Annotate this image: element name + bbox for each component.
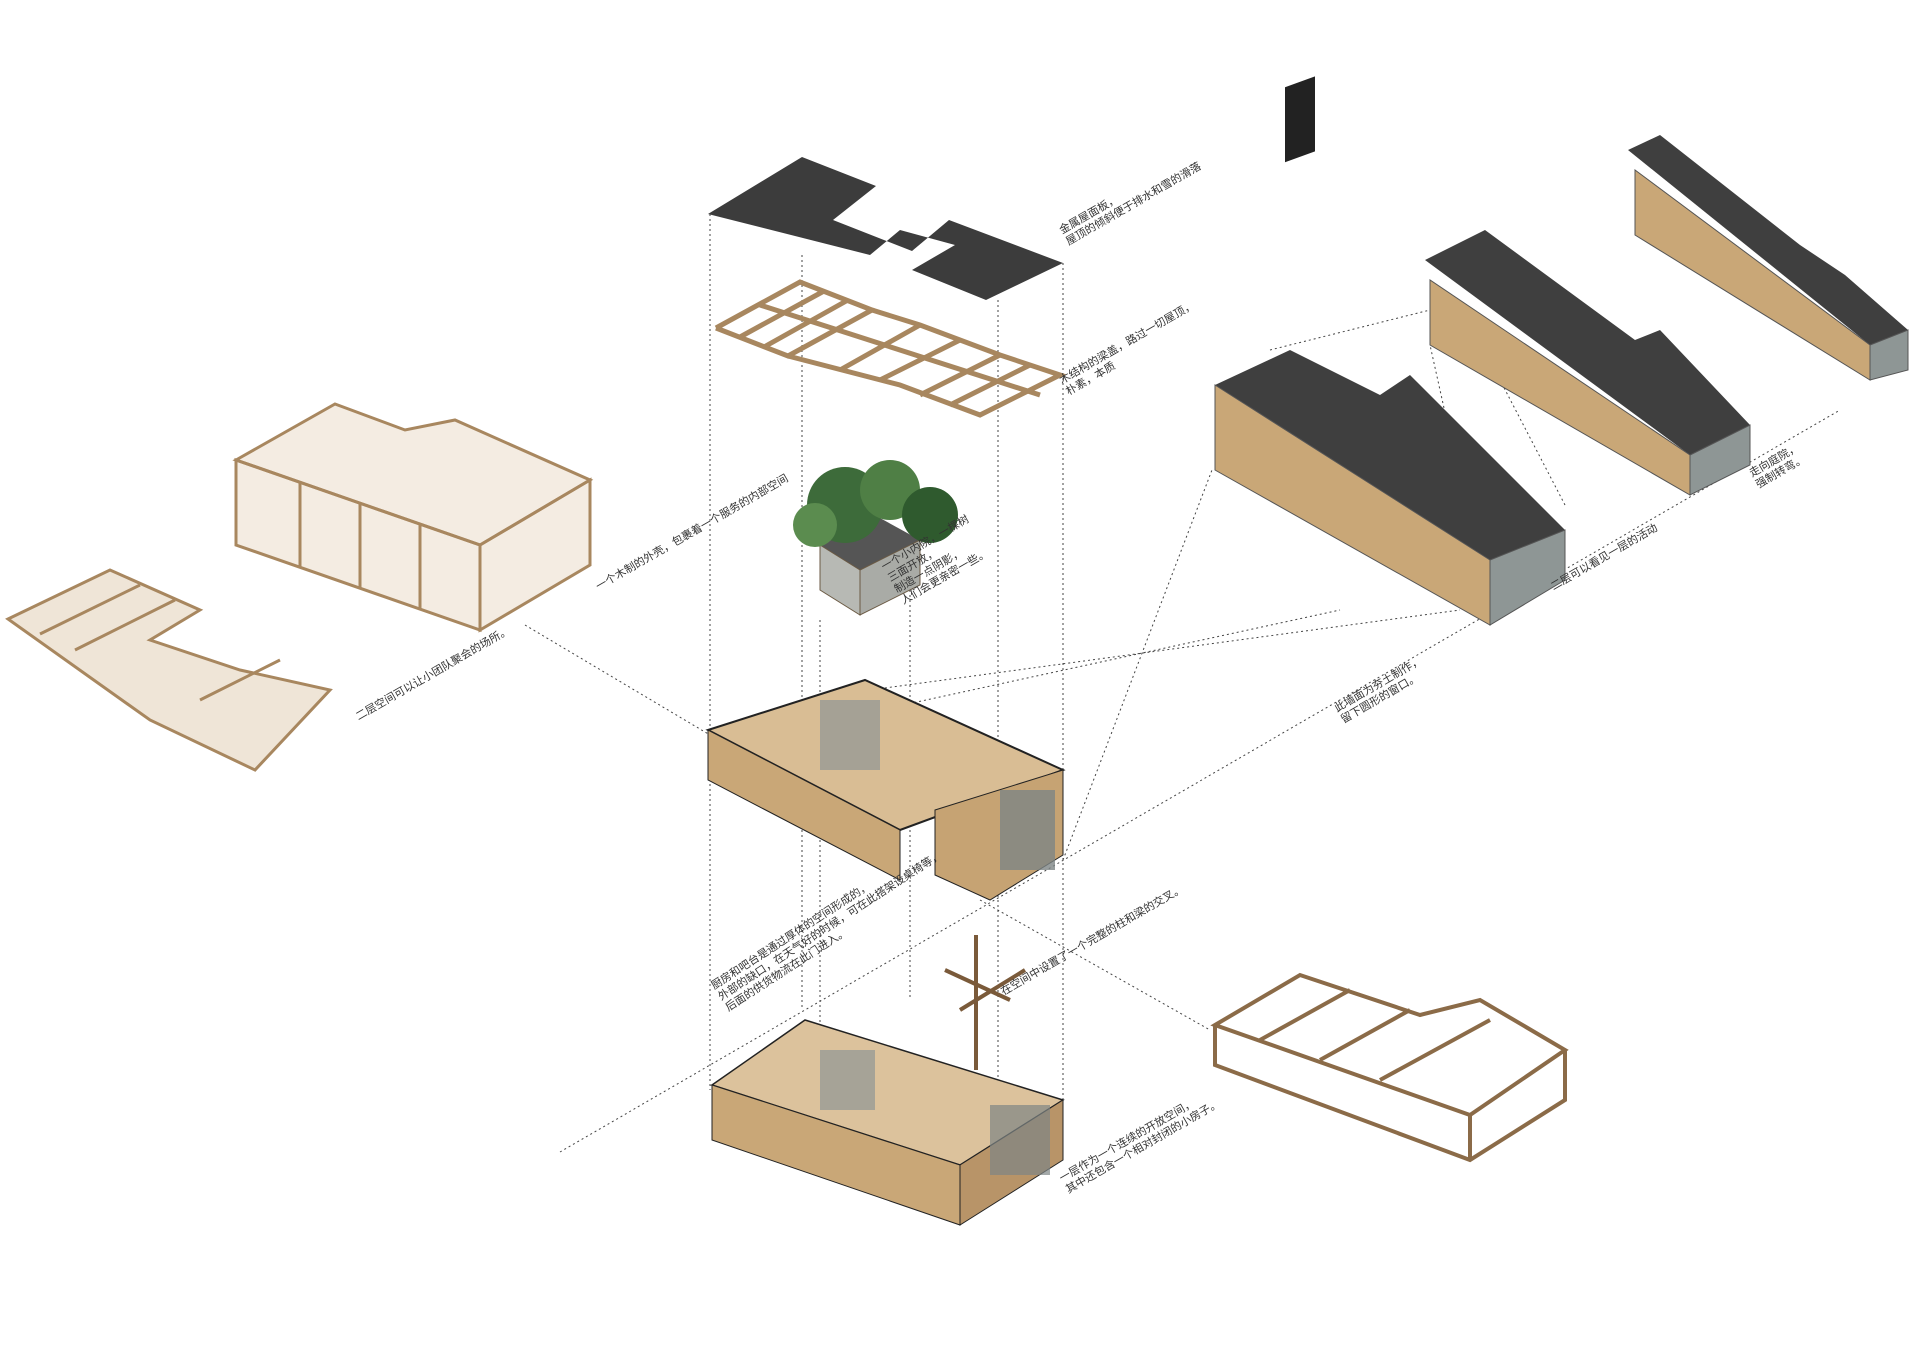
timber-beam-grid (714, 279, 1067, 418)
house-view-2 (1425, 230, 1751, 496)
courtyard-tree-planter (793, 460, 958, 616)
metal-roof-layer (708, 157, 1063, 300)
house-view-3 (1628, 135, 1909, 381)
house-view-1 (1214, 76, 1566, 626)
column-beam-cross (944, 935, 1027, 1070)
timber-shell-frame (232, 402, 594, 633)
dotted-guide-lines (524, 214, 1841, 1153)
ground-floor-volume (710, 1019, 1065, 1226)
timber-structure-frame (1210, 972, 1569, 1163)
upper-floor-deck (5, 568, 333, 772)
second-floor-volume (705, 678, 1066, 901)
